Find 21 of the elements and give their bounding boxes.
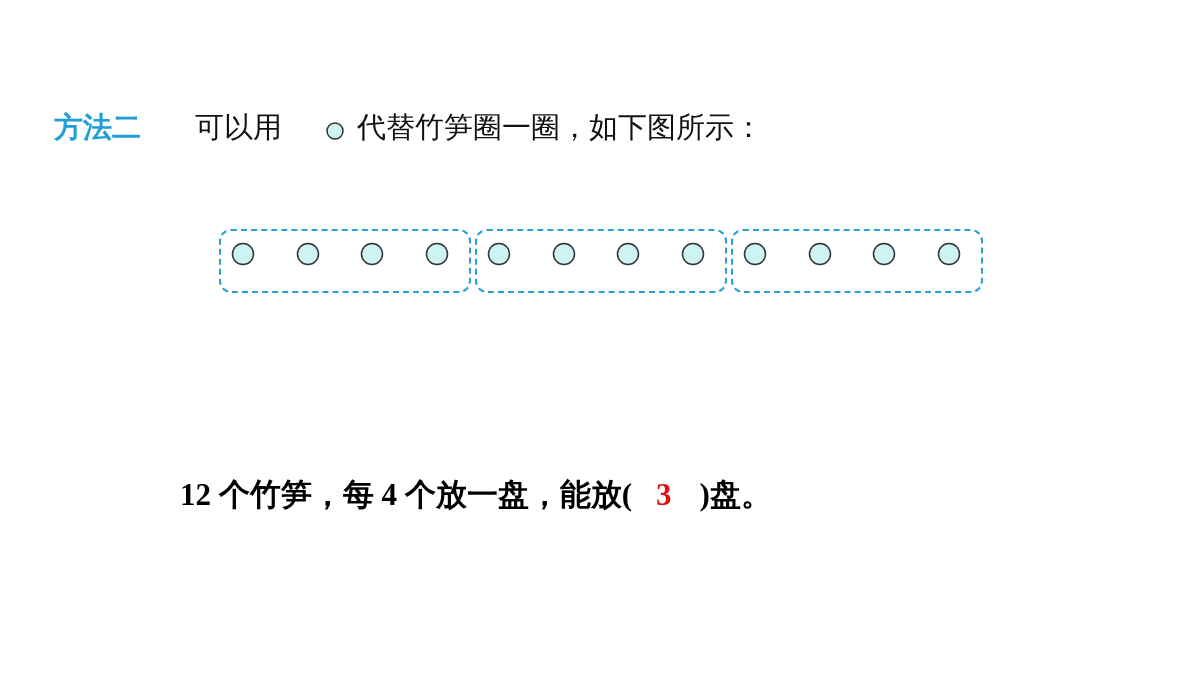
- instruction-text: 可以用: [195, 109, 282, 146]
- circle-marker: [295, 242, 320, 266]
- circle-marker: [681, 242, 706, 266]
- instruction-text: 代替竹笋圈一圈，如下图所示：: [357, 109, 763, 146]
- method-heading: 方法二: [54, 109, 141, 146]
- circle-marker: [360, 242, 385, 266]
- dashed-group-box: [475, 229, 727, 293]
- circle-marker: [872, 242, 897, 266]
- circle-marker: [231, 242, 255, 266]
- dashed-group-box: [219, 229, 471, 293]
- circle-marker: [425, 242, 450, 266]
- circle-marker: [743, 242, 767, 266]
- question-text: 12 个竹笋，每 4 个放一盘，能放(: [180, 477, 633, 512]
- circle-marker: [487, 242, 511, 266]
- circle-marker: [937, 242, 962, 266]
- question-text: )盘。: [699, 477, 772, 512]
- circle-marker: [616, 242, 641, 266]
- circle-marker: [807, 242, 832, 266]
- circle-marker: [551, 242, 576, 266]
- answer-number: 3: [655, 477, 673, 512]
- dashed-group-box: [731, 229, 983, 293]
